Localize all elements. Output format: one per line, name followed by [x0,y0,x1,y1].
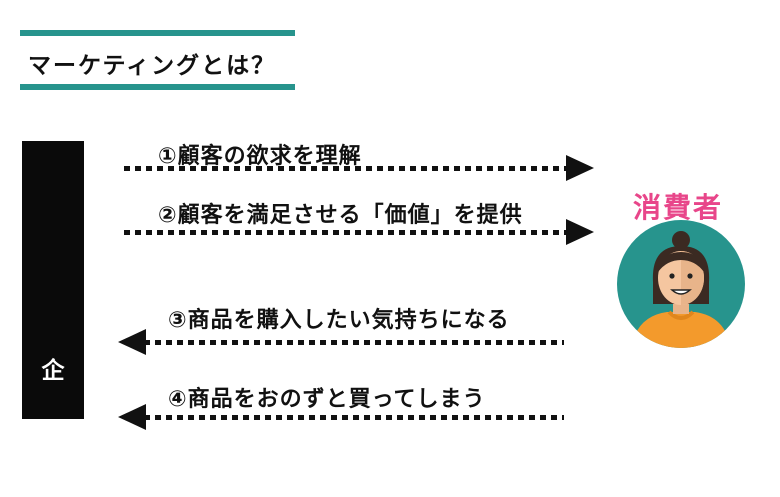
flow-3-label: ③商品を購入したい気持ちになる [168,308,510,333]
page-title: マーケティングとは？ [28,53,277,79]
flow-1-arrow-line [124,166,569,171]
flow-4-arrowhead [118,404,146,430]
title-top-rule [20,30,295,36]
flow-1-label: ①顧客の欲求を理解 [158,144,362,169]
company-box: 企 業 [22,141,84,464]
flow-1-arrowhead [566,155,594,181]
flow-3-arrowhead [118,329,146,355]
flow-4-arrow-line [144,415,564,420]
flow-2-label: ②顧客を満足させる「価値」を提供 [158,203,523,228]
title-bottom-rule [20,84,295,90]
flow-2-arrow-line [124,230,569,235]
consumer-label: 消費者 [632,191,723,224]
flow-2-arrowhead [566,219,594,245]
flow-3-arrow-line [144,340,564,345]
flow-4-label: ④商品をおのずと買ってしまう [168,387,486,412]
company-char-2: 業 [41,438,65,464]
woman-avatar-icon [617,220,745,348]
company-char-1: 企 [41,358,65,384]
